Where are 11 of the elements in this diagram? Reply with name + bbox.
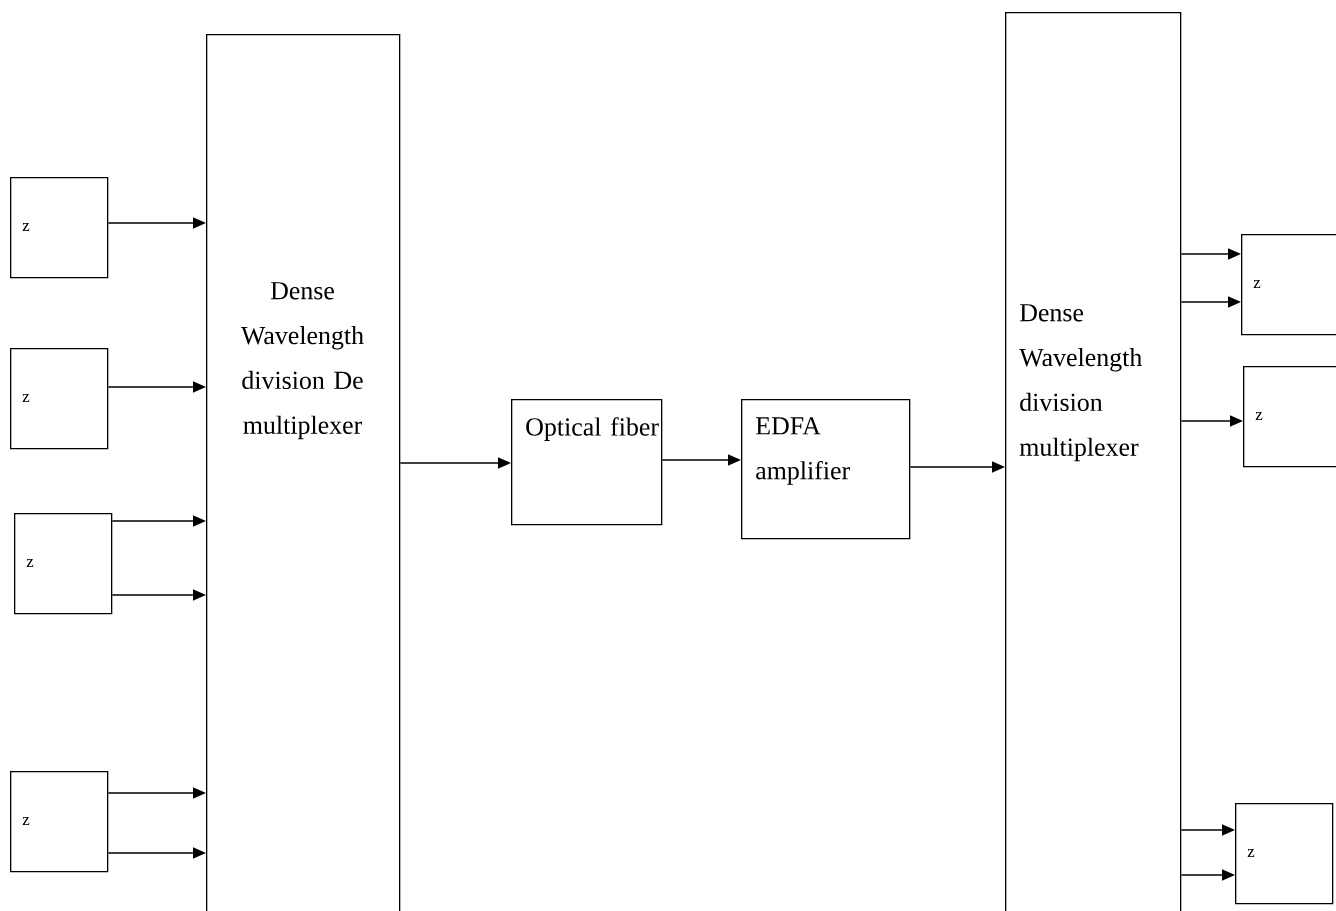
source-box: z xyxy=(14,513,113,615)
source-box: z xyxy=(10,771,109,873)
receiver-box: z xyxy=(1241,234,1336,336)
amplifier-box: EDFA amplifier xyxy=(741,399,911,540)
multiplexer-box: Dense Wavelength division multiplexer xyxy=(1005,12,1182,911)
fiber-box: Optical fiber xyxy=(511,399,663,526)
source-box: z xyxy=(10,177,109,279)
source-box: z xyxy=(10,348,109,450)
receiver-box: z xyxy=(1243,366,1336,468)
demultiplexer-box: Dense Wavelength division De multiplexer xyxy=(206,34,401,911)
receiver-box: z xyxy=(1235,803,1334,905)
